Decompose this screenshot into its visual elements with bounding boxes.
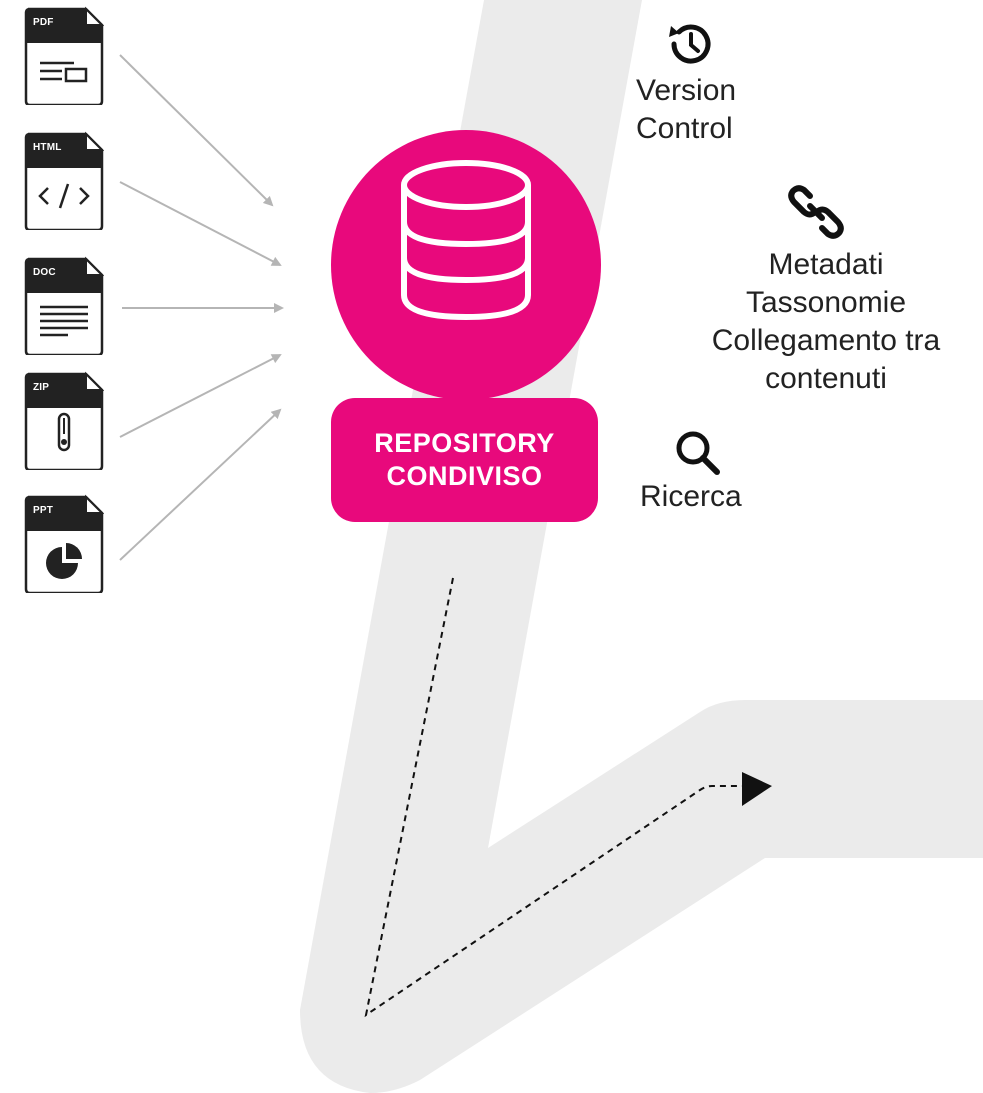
arrow-zip [119, 354, 282, 438]
metadata-line3: Collegamento tra [711, 324, 941, 357]
metadata-line4: contenuti [765, 362, 887, 395]
file-label-pdf: PDF [33, 17, 54, 28]
search-line1: Ricerca [640, 480, 742, 513]
link-icon [788, 185, 844, 239]
metadata-line2: Tassonomie [745, 286, 907, 319]
ppt-pie-icon [24, 494, 104, 593]
file-label-html: HTML [33, 142, 62, 153]
html-code-icon [24, 131, 104, 230]
file-label-ppt: PPT [33, 505, 54, 516]
file-html: HTML [24, 130, 104, 230]
arrow-html [119, 181, 282, 266]
version-control-line2: Control [636, 112, 733, 145]
version-control-text: Version Control [636, 72, 736, 148]
file-zip: ZIP [24, 370, 104, 470]
version-control-line1: Version [636, 74, 737, 107]
search-text: Ricerca [640, 478, 742, 516]
metadata-text: Metadati Tassonomie Collegamento tra con… [676, 246, 976, 398]
arrow-pdf [119, 54, 274, 207]
repository-title-line1: REPOSITORY [374, 428, 555, 458]
doc-lines-icon [24, 256, 104, 355]
metadata-line1: Metadati [768, 248, 884, 281]
search-icon [676, 431, 720, 475]
file-label-doc: DOC [33, 267, 56, 278]
arrow-ppt [119, 408, 282, 561]
file-doc: DOC [24, 255, 104, 355]
repository-circle [331, 130, 601, 400]
history-icon [669, 24, 711, 64]
pdf-doc-icon [24, 6, 104, 105]
file-label-zip: ZIP [33, 382, 50, 393]
database-icon [401, 160, 531, 321]
repository-title-line2: CONDIVISO [386, 461, 543, 491]
file-pdf: PDF [24, 5, 104, 105]
zip-icon [24, 371, 104, 470]
flow-arrowhead [742, 772, 772, 806]
file-ppt: PPT [24, 493, 104, 593]
repository-badge: REPOSITORY CONDIVISO [331, 398, 598, 522]
